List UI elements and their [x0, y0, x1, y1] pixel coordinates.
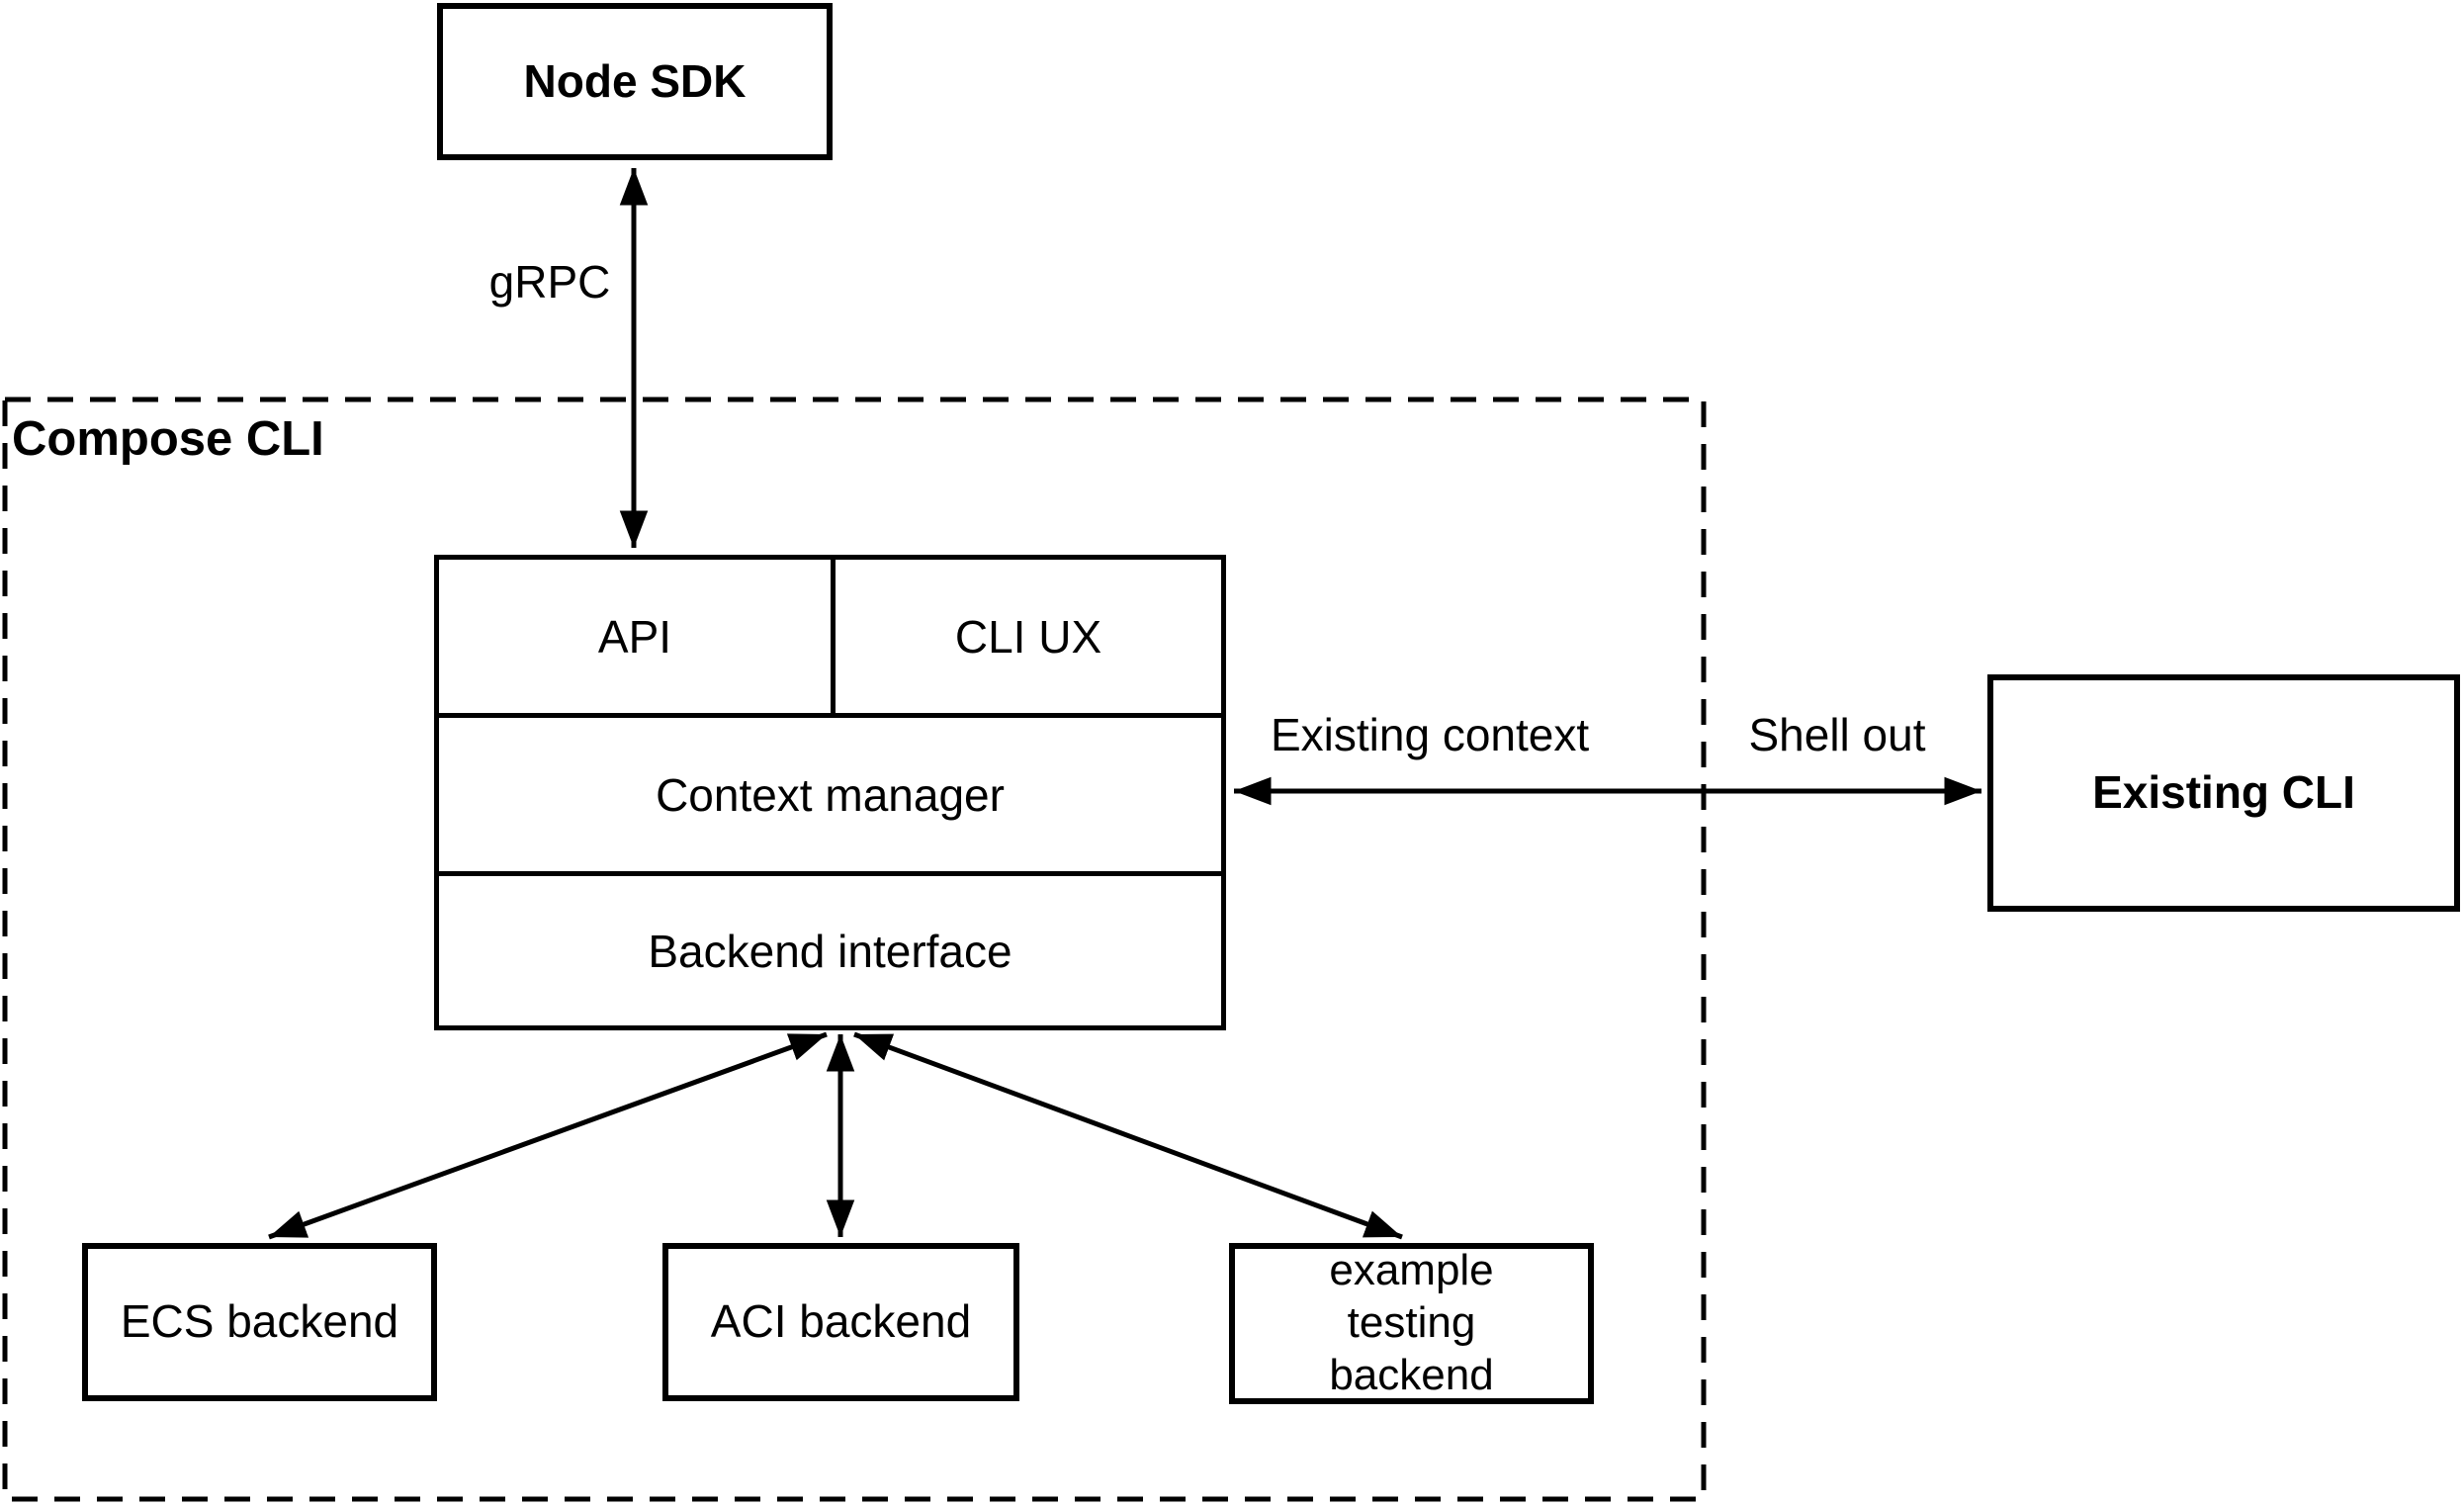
backend-interface-cell: Backend interface	[439, 876, 1221, 1025]
context-manager-cell: Context manager	[439, 718, 1221, 871]
ecs-backend-label: ECS backend	[120, 1295, 399, 1348]
grpc-edge-label: gRPC	[488, 256, 611, 308]
api-cell: API	[439, 560, 831, 713]
node-sdk-box: Node SDK	[437, 3, 833, 160]
context-manager-label: Context manager	[656, 768, 1005, 821]
shell-out-edge-label: Shell out	[1748, 709, 1926, 760]
compose-cli-container-label: Compose CLI	[12, 412, 324, 466]
row-divider-2	[439, 871, 1221, 876]
compose-cli-stack-box: API CLI UX Context manager Backend inter…	[434, 555, 1226, 1030]
api-label: API	[597, 610, 672, 663]
example-testing-backend-box: example testing backend	[1229, 1243, 1594, 1404]
cli-ux-cell: CLI UX	[836, 560, 1221, 713]
example-testing-backend-label: example testing backend	[1329, 1246, 1494, 1399]
backend-interface-label: Backend interface	[648, 925, 1012, 977]
api-cliux-divider	[831, 560, 836, 713]
backend-to-ecs-arrow	[268, 1031, 828, 1240]
existing-cli-box: Existing CLI	[1987, 674, 2460, 912]
existing-cli-label: Existing CLI	[2092, 766, 2355, 819]
aci-backend-label: ACI backend	[710, 1295, 972, 1348]
cli-ux-label: CLI UX	[954, 610, 1102, 663]
existing-context-edge-label: Existing context	[1271, 709, 1590, 760]
node-sdk-label: Node SDK	[523, 54, 747, 107]
backend-to-example-arrow	[853, 1031, 1403, 1240]
aci-backend-box: ACI backend	[662, 1243, 1019, 1401]
ecs-backend-box: ECS backend	[82, 1243, 437, 1401]
row-divider-1	[439, 713, 1221, 718]
